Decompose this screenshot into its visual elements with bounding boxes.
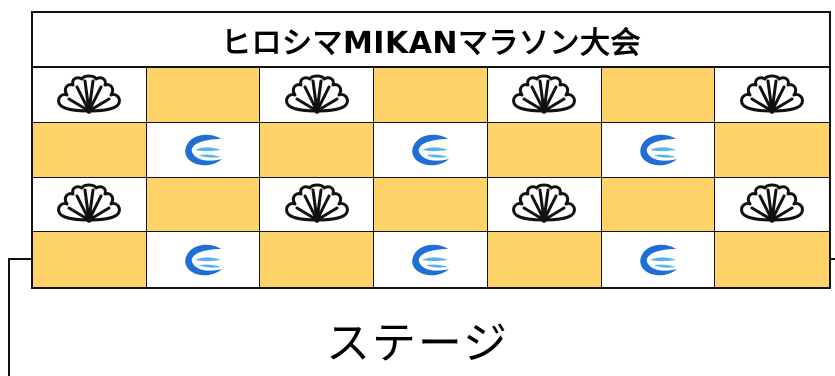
grid-cell-yellow [146, 68, 261, 123]
grid-cell-peacock [33, 68, 147, 123]
peacock-icon [740, 183, 805, 224]
stage-outline-left-horizontal [8, 258, 31, 260]
grid-cell-yellow [374, 177, 488, 233]
grid-cell-peacock [487, 177, 602, 233]
grid-cell-wave [146, 122, 261, 178]
grid-cell-yellow [33, 122, 147, 178]
peacock-icon [57, 183, 122, 224]
grid-cell-wave [146, 232, 261, 287]
grid-cell-peacock [715, 177, 829, 233]
grid-cell-yellow [715, 232, 829, 287]
grid-cell-yellow [260, 122, 375, 178]
peacock-icon [284, 183, 349, 224]
banner-title: ヒロシマMIKANマラソン大会 [33, 13, 829, 68]
grid-cell-peacock [260, 177, 375, 233]
grid-cell-yellow [260, 232, 375, 287]
grid-cell-wave [374, 232, 488, 287]
wave-e-icon [185, 134, 223, 165]
grid-cell-yellow [601, 177, 716, 233]
peacock-icon [512, 74, 577, 114]
grid-cell-yellow [487, 122, 602, 178]
stage-outline-right-horizontal [831, 258, 835, 260]
grid-cell-yellow [487, 232, 602, 287]
wave-e-icon [412, 134, 450, 165]
peacock-icon [57, 74, 122, 114]
grid-cell-yellow [374, 68, 488, 123]
wave-e-icon [412, 244, 450, 275]
grid-cell-peacock [260, 68, 375, 123]
grid-cell-peacock [715, 68, 829, 123]
peacock-icon [740, 74, 805, 114]
grid-cell-yellow [601, 68, 716, 123]
grid-cell-peacock [33, 177, 147, 233]
peacock-icon [512, 183, 577, 224]
stage-outline-left-vertical [8, 258, 10, 376]
grid-cell-yellow [715, 122, 829, 178]
wave-e-icon [185, 244, 223, 275]
grid-cell-wave [601, 232, 716, 287]
wave-e-icon [640, 244, 677, 275]
stage-label: ステージ [325, 318, 510, 369]
grid-cell-yellow [146, 177, 261, 233]
peacock-icon [284, 74, 349, 114]
grid-cell-yellow [33, 232, 147, 287]
grid-cell-wave [374, 122, 488, 178]
backdrop-grid [33, 68, 829, 287]
wave-e-icon [640, 134, 677, 165]
grid-cell-peacock [487, 68, 602, 123]
grid-cell-wave [601, 122, 716, 178]
backdrop-panel: ヒロシマMIKANマラソン大会 [31, 11, 831, 289]
